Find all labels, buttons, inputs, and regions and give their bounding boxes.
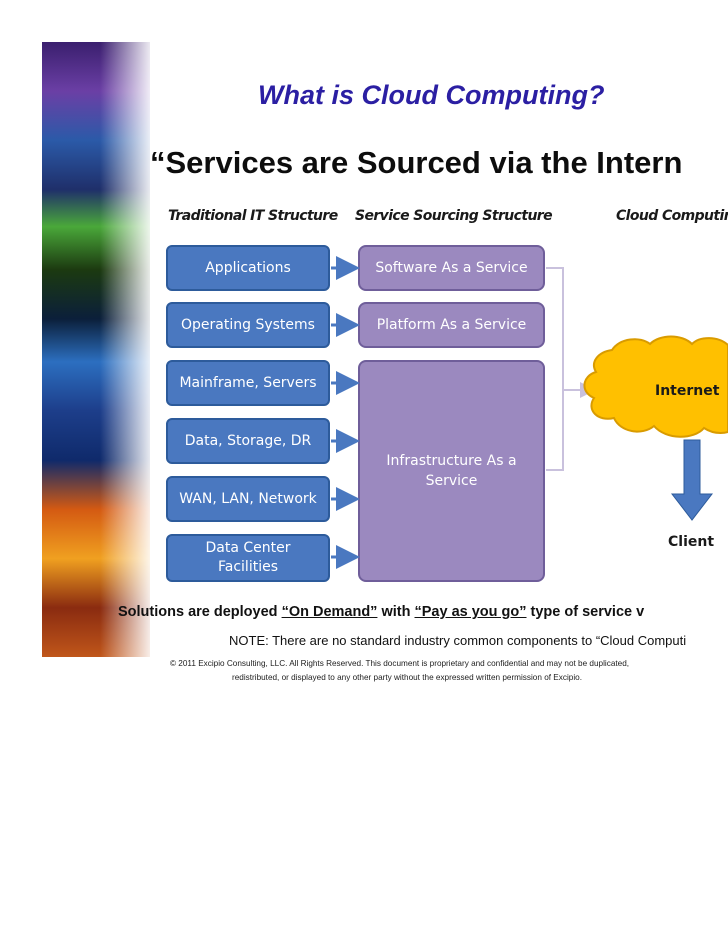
down-arrow <box>670 439 714 521</box>
traditional-box-mainframe: Mainframe, Servers <box>166 360 330 406</box>
bracket-line <box>546 267 564 471</box>
box-label: Operating Systems <box>181 316 315 333</box>
traditional-box-data-storage: Data, Storage, DR <box>166 418 330 464</box>
cloud-label: Internet <box>655 383 720 399</box>
copyright-line1: © 2011 Excipio Consulting, LLC. All Righ… <box>170 659 630 668</box>
text-fragment: type of service v <box>526 604 645 620</box>
copyright-line2: redistributed, or displayed to any other… <box>232 673 582 682</box>
header-traditional: Traditional IT Structure <box>168 208 338 224</box>
decorative-image-strip <box>42 42 150 657</box>
box-label-line2: Service <box>425 473 478 489</box>
box-label: Applications <box>205 259 291 276</box>
traditional-box-network: WAN, LAN, Network <box>166 476 330 522</box>
box-label-line1: Infrastructure As a <box>386 453 517 469</box>
header-cloud: Cloud Computin <box>616 208 728 224</box>
service-box-infrastructure: Infrastructure As a Service <box>358 360 545 582</box>
note-text: NOTE: There are no standard industry com… <box>229 633 687 648</box>
service-box-software: Software As a Service <box>358 245 545 291</box>
box-label: Software As a Service <box>375 260 528 276</box>
box-label: Mainframe, Servers <box>179 374 317 391</box>
header-service: Service Sourcing Structure <box>355 208 553 224</box>
box-label: Platform As a Service <box>376 317 527 333</box>
on-demand-emphasis: “On Demand” <box>281 604 378 620</box>
pay-as-you-go-emphasis: “Pay as you go” <box>414 604 527 620</box>
slide-subtitle: “Services are Sourced via the Intern <box>150 145 683 180</box>
slide-title: What is Cloud Computing? <box>258 80 605 110</box>
box-label-line2: Facilities <box>218 559 278 575</box>
box-label: WAN, LAN, Network <box>179 490 317 507</box>
deployment-statement: Solutions are deployed “On Demand” with … <box>118 604 644 620</box>
text-fragment: with <box>377 604 415 620</box>
traditional-box-applications: Applications <box>166 245 330 291</box>
traditional-box-operating-systems: Operating Systems <box>166 302 330 348</box>
service-box-platform: Platform As a Service <box>358 302 545 348</box>
box-label: Data, Storage, DR <box>184 432 312 449</box>
traditional-box-data-center: Data Center Facilities <box>166 534 330 582</box>
box-label-line1: Data Center <box>205 540 291 556</box>
cloud-shape <box>583 335 728 438</box>
client-label: Client <box>668 534 715 550</box>
text-fragment: Solutions are deployed <box>118 604 282 620</box>
